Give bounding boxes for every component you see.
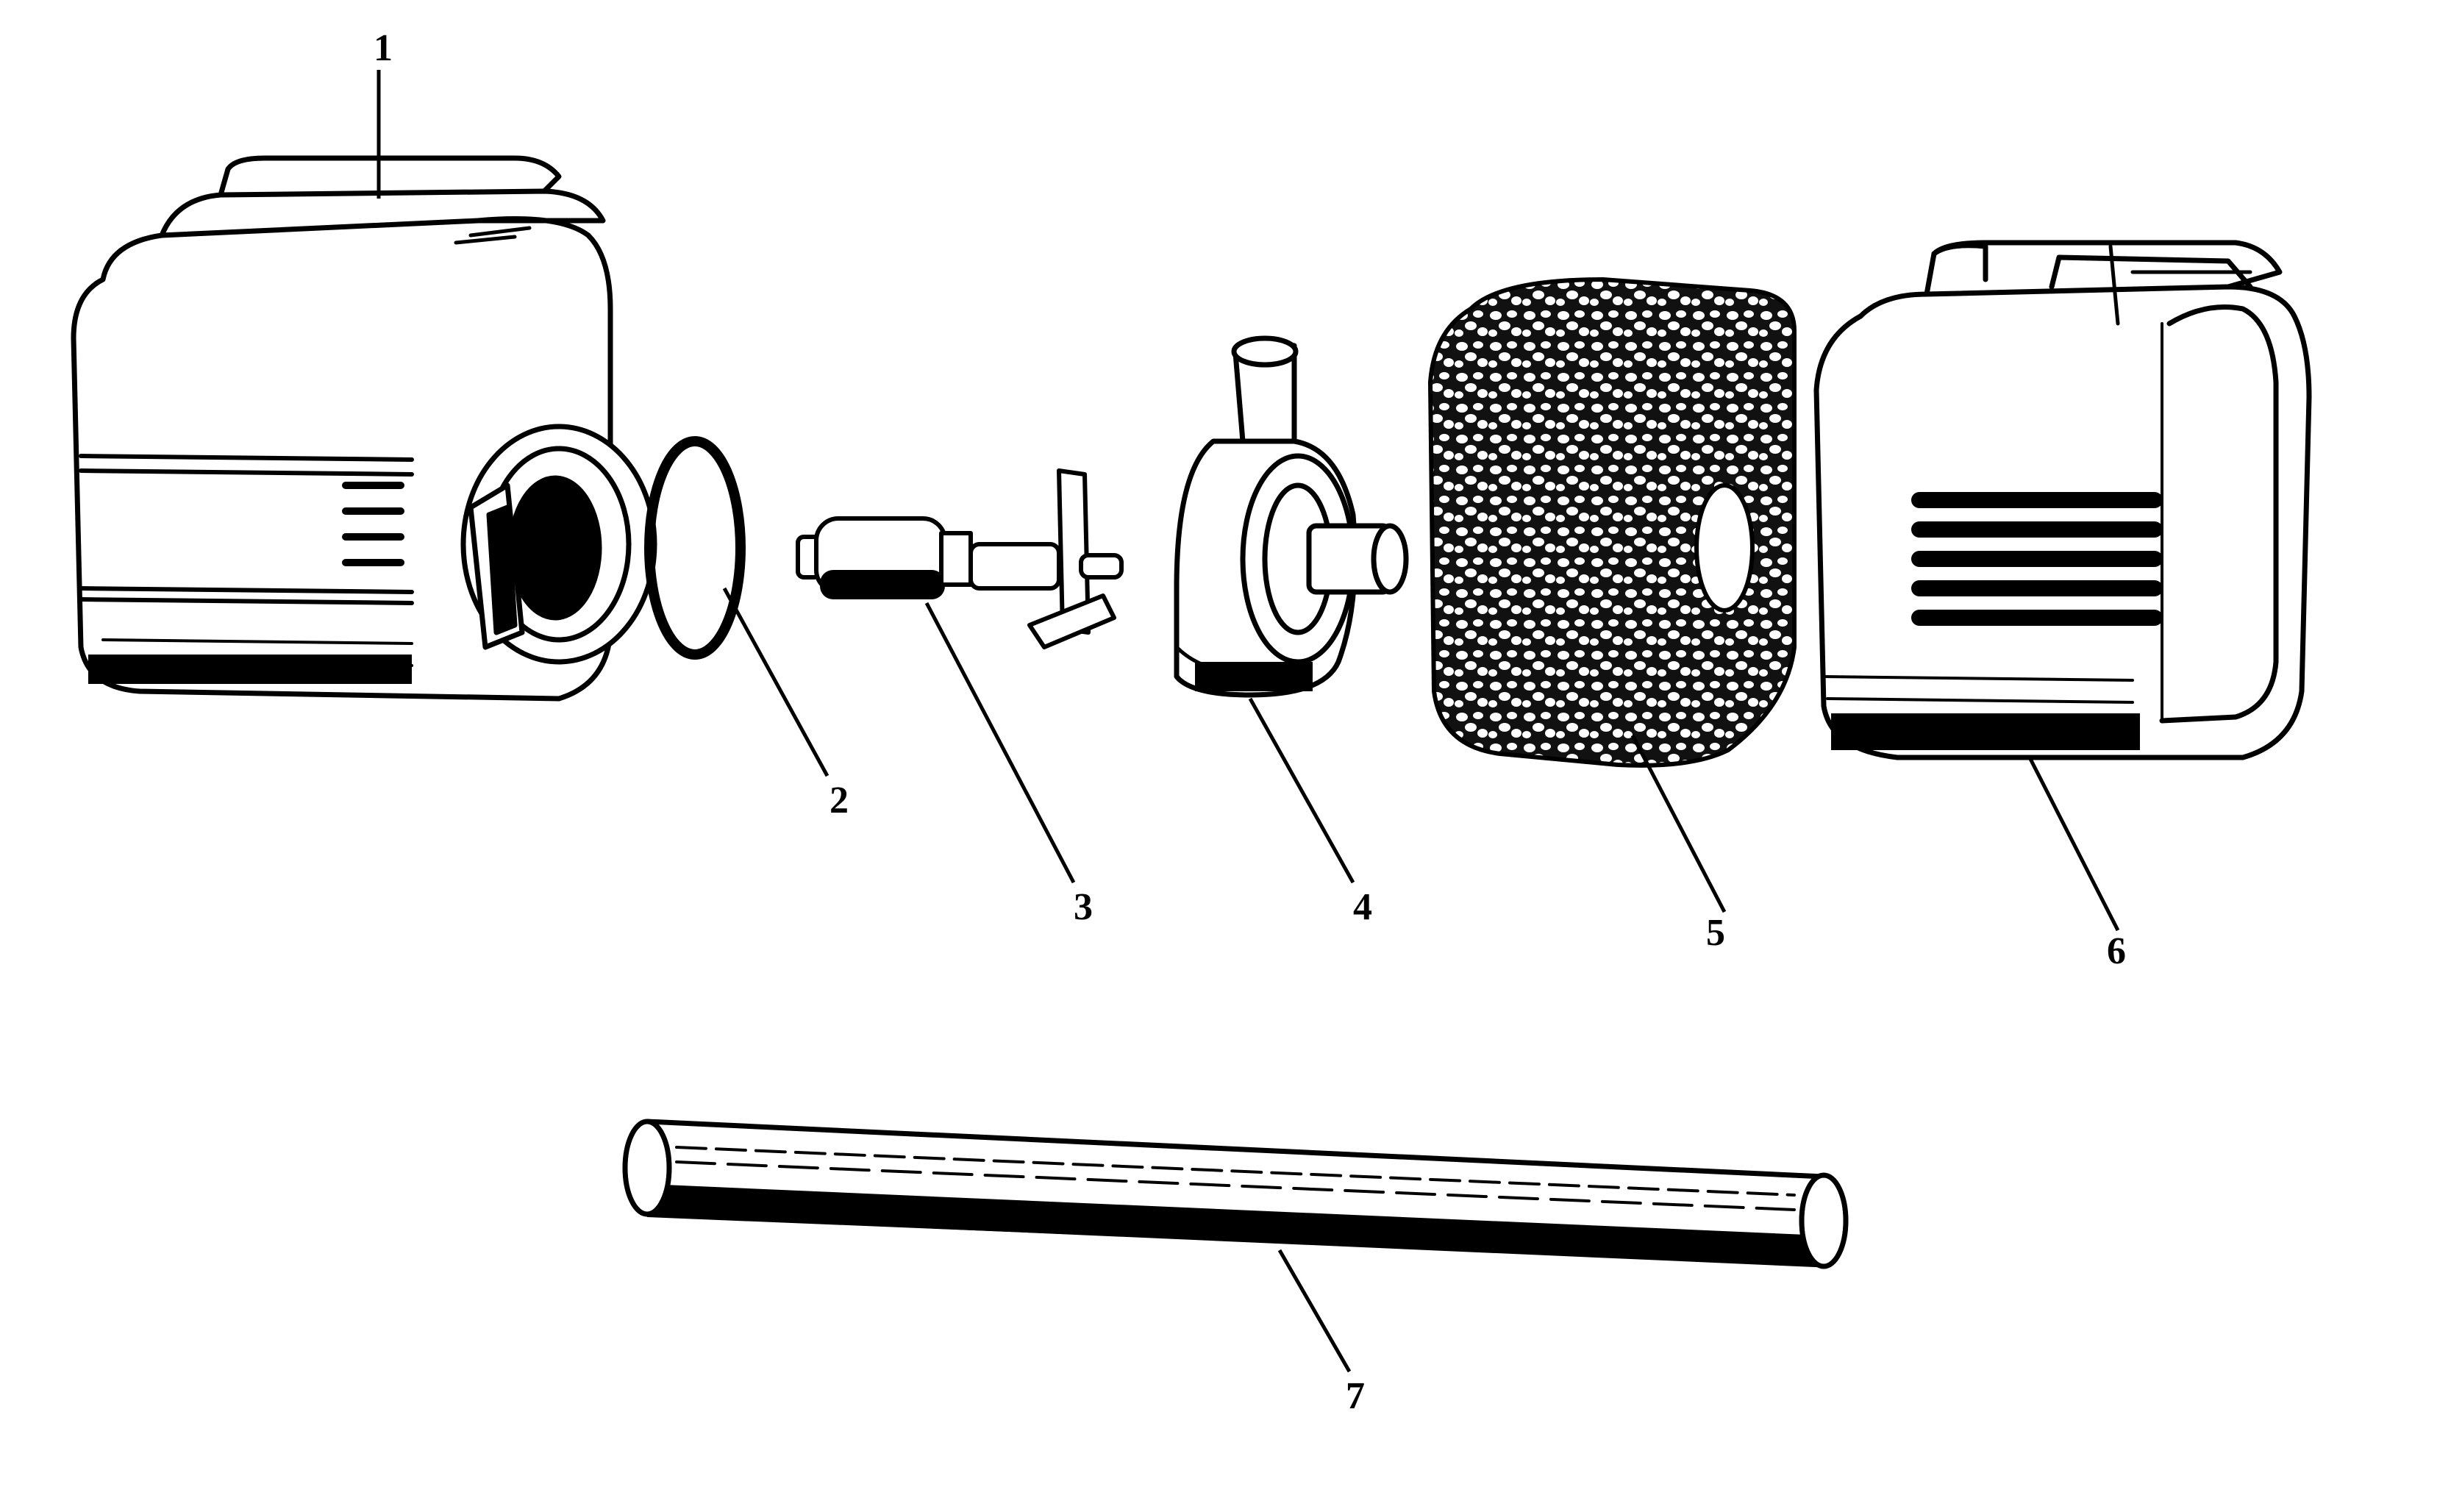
o-ring [644,436,746,660]
leader-line-6 [2027,756,2120,932]
impeller-cover [1174,335,1409,698]
part-label-7: 7 [1346,1375,1365,1417]
part-label-2: 2 [830,780,849,821]
leader-line-4 [1248,697,1355,884]
leader-line-5 [1630,734,1727,913]
part-label-6: 6 [2107,930,2126,972]
part-label-1: 1 [374,27,393,69]
tube [622,1119,1849,1269]
leader-line-2 [722,587,830,777]
motor-housing [71,155,657,702]
leader-line-3 [924,602,1076,884]
part-label-4: 4 [1353,886,1372,928]
impeller-rotor [796,468,1124,649]
part-label-5: 5 [1706,912,1725,954]
leader-line-7 [1277,1249,1352,1373]
filter-cage [1813,240,2312,760]
foam-filter [1428,277,1797,768]
part-label-3: 3 [1074,886,1093,928]
